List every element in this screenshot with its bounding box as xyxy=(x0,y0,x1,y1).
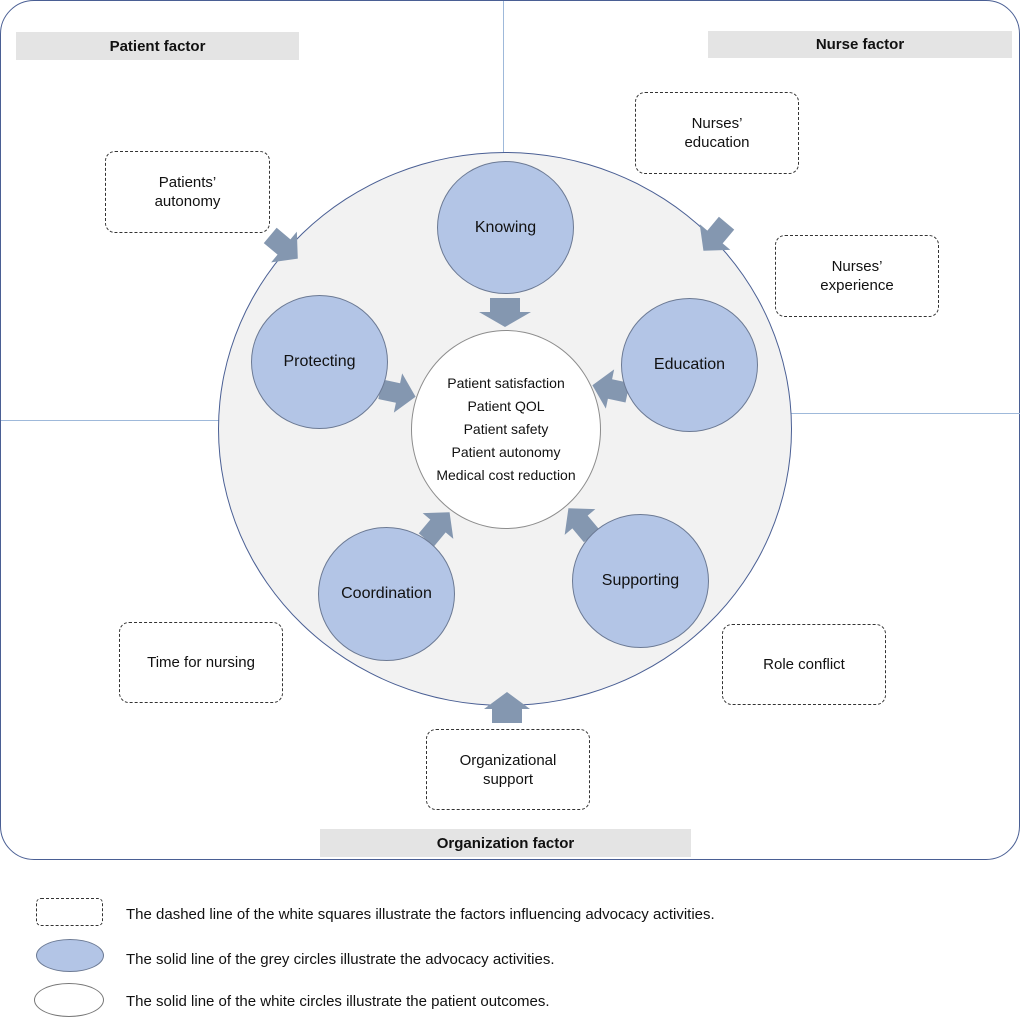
arrow-education-outcome xyxy=(592,369,630,409)
factor-nurses-education: Nurses’ education xyxy=(635,92,799,174)
outcome-item: Medical cost reduction xyxy=(436,467,576,483)
factor-nurses-experience: Nurses’ experience xyxy=(775,235,939,317)
arrow-protecting-outcome xyxy=(378,373,416,413)
divider-right xyxy=(790,413,1020,414)
divider-left xyxy=(1,420,219,421)
arrow-nurses-education xyxy=(699,216,735,251)
activity-protecting: Protecting xyxy=(251,295,388,429)
legend-dashed-box-text: The dashed line of the white squares ill… xyxy=(126,906,715,923)
divider-top xyxy=(503,1,504,166)
organization-factor-label: Organization factor xyxy=(320,829,691,857)
diagram-frame xyxy=(0,0,1020,860)
arrow-patients-autonomy xyxy=(263,227,298,263)
legend-dashed-box xyxy=(36,898,103,926)
activity-education: Education xyxy=(621,298,758,432)
activity-knowing: Knowing xyxy=(437,161,574,294)
outcome-item: Patient safety xyxy=(463,421,549,437)
outcome-item: Patient autonomy xyxy=(451,444,561,460)
activity-coordination: Coordination xyxy=(318,527,455,661)
legend-grey-circle-text: The solid line of the grey circles illus… xyxy=(126,951,555,968)
patient-outcomes-circle: Patient satisfaction Patient QOL Patient… xyxy=(411,330,601,529)
nurse-factor-label: Nurse factor xyxy=(708,31,1012,58)
legend-white-circle xyxy=(34,983,104,1017)
arrow-knowing-outcome xyxy=(479,298,531,327)
activity-supporting: Supporting xyxy=(572,514,709,648)
patient-factor-label: Patient factor xyxy=(16,32,299,60)
factor-patients-autonomy: Patients’ autonomy xyxy=(105,151,270,233)
factor-time-for-nursing: Time for nursing xyxy=(119,622,283,703)
factor-role-conflict: Role conflict xyxy=(722,624,886,705)
arrow-organizational-support xyxy=(484,692,530,723)
legend-white-circle-text: The solid line of the white circles illu… xyxy=(126,993,550,1010)
factor-organizational-support: Organizational support xyxy=(426,729,590,810)
arrow-coordination-outcome xyxy=(418,512,454,547)
outcome-item: Patient QOL xyxy=(467,398,545,414)
outcome-item: Patient satisfaction xyxy=(447,375,565,391)
legend-grey-circle xyxy=(36,939,104,972)
